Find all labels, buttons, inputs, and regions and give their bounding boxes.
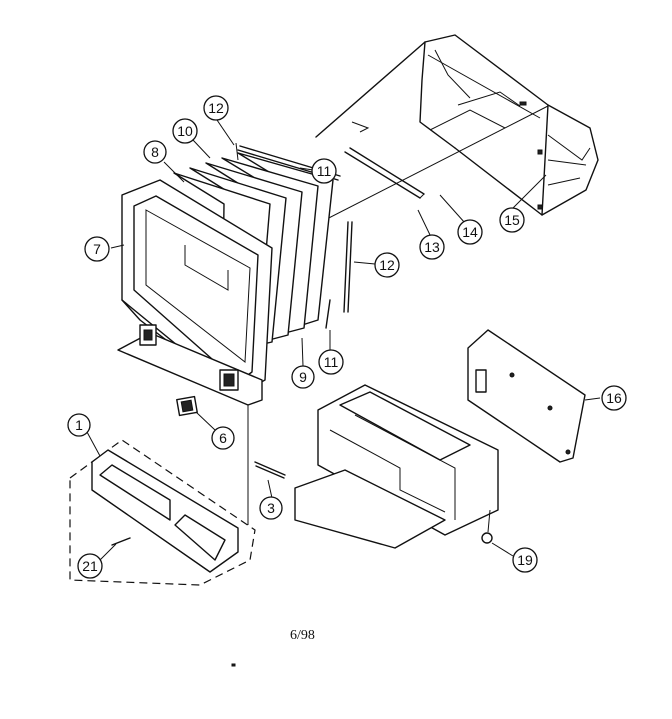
callout-8: 8 [143, 140, 167, 164]
callout-12-right: 12 [374, 252, 400, 278]
callout-16: 16 [601, 385, 627, 411]
callout-3: 3 [259, 496, 283, 520]
nut-19 [481, 509, 493, 544]
callout-21: 21 [77, 553, 103, 579]
callout-10: 10 [172, 118, 198, 144]
svg-text:21: 21 [82, 558, 98, 574]
svg-text:16: 16 [606, 390, 622, 406]
stray-mark [231, 663, 236, 667]
callout-6: 6 [211, 426, 235, 450]
svg-text:11: 11 [324, 354, 339, 370]
svg-text:11: 11 [317, 163, 332, 179]
svg-text:19: 19 [517, 552, 533, 568]
svg-text:14: 14 [462, 224, 478, 240]
strip-13 [344, 147, 425, 199]
svg-text:3: 3 [267, 500, 275, 516]
svg-text:15: 15 [504, 212, 520, 228]
callout-15: 15 [499, 207, 525, 233]
speaker-section [117, 324, 263, 406]
callout-19: 19 [512, 547, 538, 573]
svg-text:6: 6 [219, 430, 227, 446]
svg-text:12: 12 [208, 100, 224, 116]
svg-text:9: 9 [299, 369, 307, 385]
page-label: 6/98 [290, 628, 315, 643]
callout-13: 13 [419, 234, 445, 260]
callouts [86, 119, 601, 561]
bottom-plate [294, 469, 446, 549]
callout-7: 7 [84, 236, 110, 262]
pc-board-16 [467, 329, 586, 463]
callout-11-top: 11 [311, 158, 337, 184]
front-grille-group [69, 439, 256, 586]
callout-11-bottom: 11 [318, 349, 344, 375]
svg-text:12: 12 [379, 257, 395, 273]
chassis-base [317, 384, 499, 536]
clip-3 [254, 461, 286, 479]
svg-text:13: 13 [424, 239, 440, 255]
callout-1: 1 [67, 413, 91, 437]
svg-text:10: 10 [177, 123, 193, 139]
svg-text:7: 7 [93, 241, 101, 257]
callout-9: 9 [291, 365, 315, 389]
svg-text:8: 8 [151, 144, 159, 160]
knob-6 [176, 395, 198, 417]
svg-text:1: 1 [75, 417, 83, 433]
callout-12-top: 12 [203, 95, 229, 121]
clip-21 [111, 537, 131, 546]
callout-14: 14 [457, 219, 483, 245]
rear-cabinet [315, 34, 599, 216]
